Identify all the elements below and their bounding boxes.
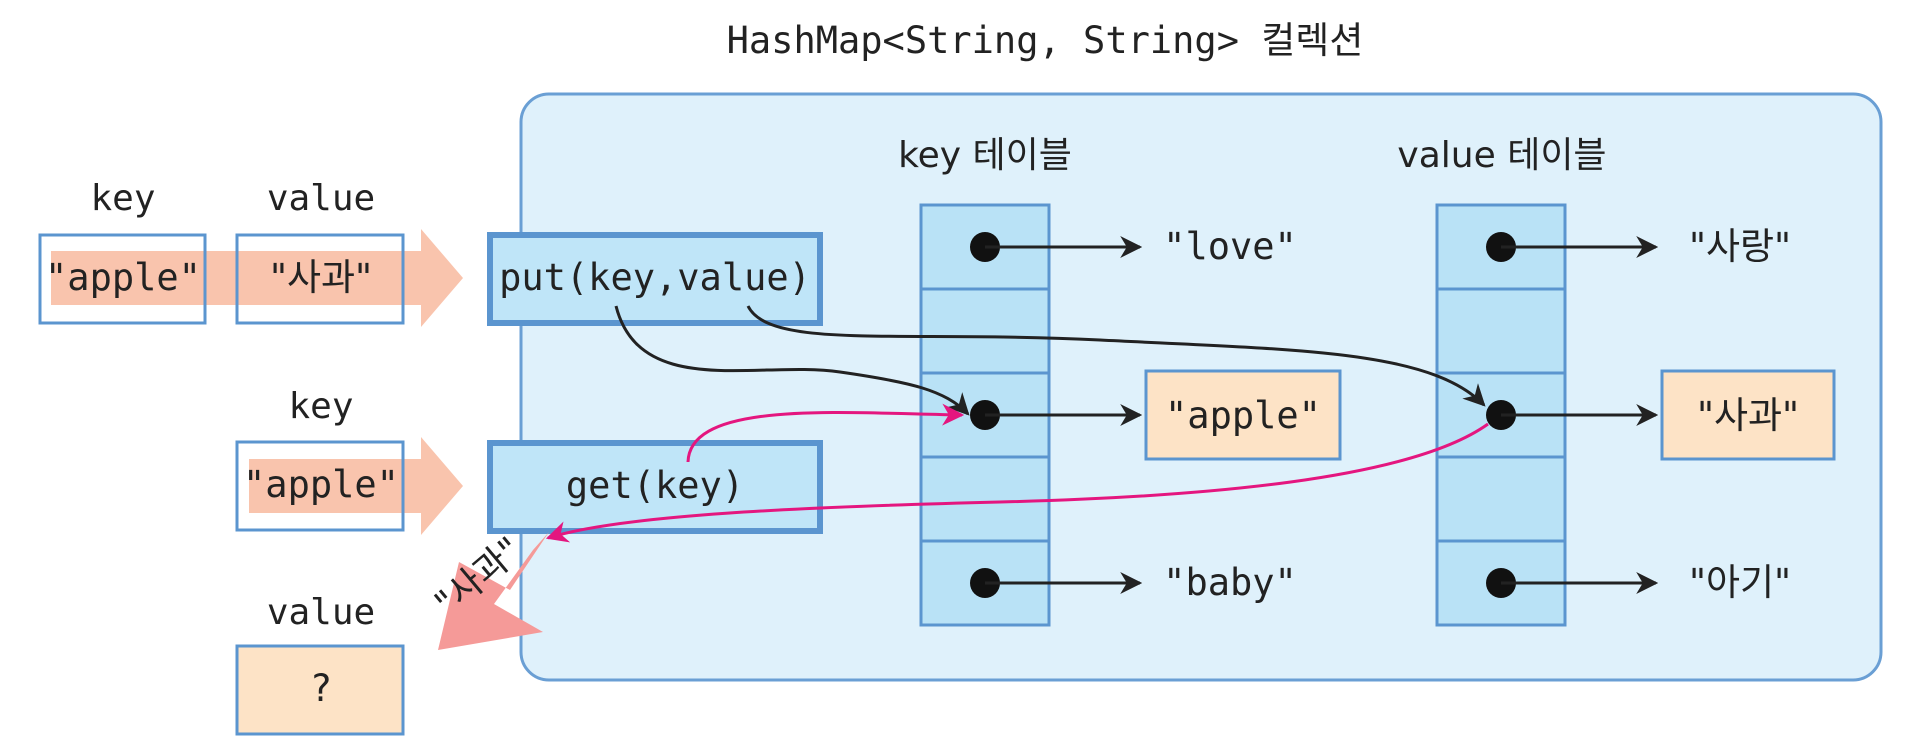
get-input-arrow: [249, 437, 463, 535]
key-entry-baby: "baby": [1163, 561, 1297, 604]
key-table-label: key 테이블: [898, 135, 1072, 176]
value-pointer-3: [1486, 568, 1659, 598]
put-value-value: "사과": [270, 256, 372, 299]
put-input-arrow: [51, 229, 463, 327]
value-entry-apple-box: [1660, 369, 1836, 461]
value-pointer-2: [1486, 400, 1659, 430]
put-key-curve: [614, 305, 970, 416]
key-entry-love: "love": [1163, 225, 1297, 268]
put-method-label: put(key,value): [499, 256, 811, 299]
put-key-label: key: [90, 178, 155, 219]
get-method-box: [487, 440, 823, 534]
get-key-box: [235, 440, 405, 532]
put-value-curve: [746, 305, 1486, 407]
put-method-box: [487, 232, 823, 326]
put-key-box: [38, 233, 207, 325]
key-pointer-2: [970, 400, 1143, 430]
value-entry-apple: "사과": [1697, 394, 1799, 437]
value-table-label: value 테이블: [1397, 135, 1606, 176]
key-entry-apple-box: [1144, 369, 1342, 461]
put-key-value: "apple": [45, 256, 201, 299]
result-value-box: [235, 644, 405, 736]
get-key-label: key: [288, 386, 353, 427]
get-value-curve: [545, 422, 1489, 543]
get-key-value: "apple": [243, 463, 399, 506]
key-pointer-1: [970, 232, 1143, 262]
put-value-label: value: [267, 178, 375, 219]
key-entry-apple: "apple": [1165, 394, 1321, 437]
result-value-label: value: [267, 592, 375, 633]
value-pointer-1: [1486, 232, 1659, 262]
get-method-label: get(key): [566, 464, 744, 507]
key-pointer-3: [970, 568, 1143, 598]
get-key-curve: [686, 403, 965, 463]
value-entry-love: "사랑": [1689, 225, 1791, 268]
put-value-box: [235, 233, 405, 325]
diagram-title: HashMap<String, String> 컬렉션: [727, 19, 1364, 62]
value-entry-baby: "아기": [1689, 561, 1791, 604]
result-value: ?: [310, 667, 332, 710]
